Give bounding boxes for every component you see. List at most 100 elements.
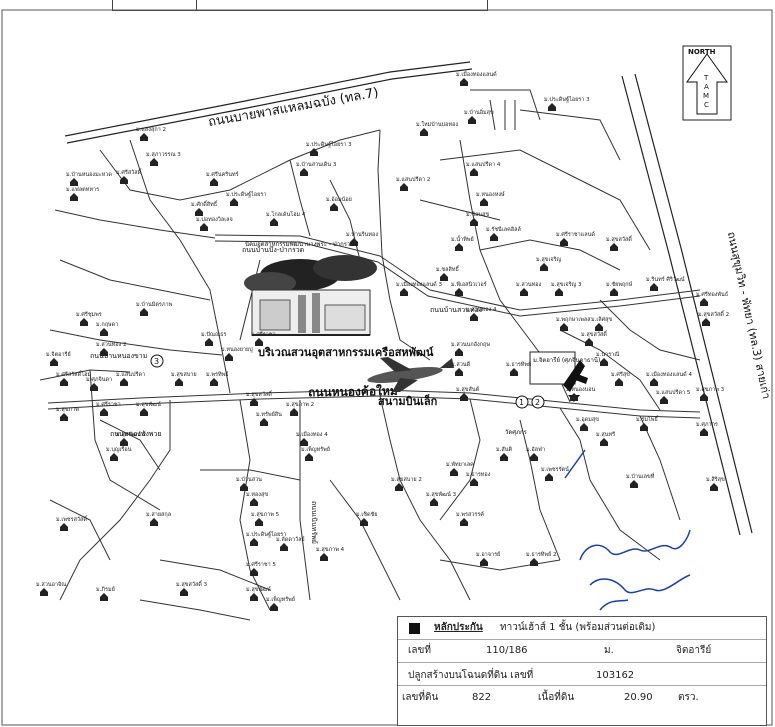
marker-1: 1 [515,395,529,409]
sukhumvit-road [621,73,753,536]
house-markers [40,78,718,611]
village-label: ม.รัชนีเลคฮิลล์ [486,226,521,233]
village-label: ม.สุขพัฒน์ 3 [426,491,457,498]
village-label: ม.สายสกุล [146,511,171,518]
house-icon [205,338,213,346]
svg-text:1: 1 [519,398,524,407]
house-icon [610,243,618,251]
house-icon [615,378,623,386]
industrial-zone [244,255,377,336]
village-label: ม.รินทร์ ศิริวัฒน์ [646,276,685,283]
village-label: ม.หนองบอน [566,387,596,393]
house-icon [395,483,403,491]
village-label: ม.ศรีนครินทร์ [206,171,239,178]
house-icon [460,518,468,526]
house-icon [270,218,278,226]
house-icon [440,273,448,281]
village-label: ม.สวนทอง 2 [96,341,126,348]
house-icon [700,428,708,436]
house-icon [110,453,118,461]
house-icon [480,558,488,566]
village-label: ม.สุขสวัสดิ์ 2 [698,310,729,318]
village-label: ม.ชัยพฤกษ์ [606,281,633,288]
village-label: ม.เพ็ญทรัพย์ [301,445,330,453]
village-label: ม.แสนปรีดา 5 [656,389,691,396]
bypass-road-label: ถนนบายพาสแหลมฉบัง (ทล.7) [207,85,380,130]
village-label: ม.ภิรมย์ [96,586,115,593]
house-icon [310,148,318,156]
village-label: ม.บ้านอิ่มสุข [464,108,494,116]
house-icon [400,183,408,191]
house-icon [455,368,463,376]
village-label: ม.ลัดดาวัลย์ [276,536,305,543]
legend-swatch [409,623,420,634]
village-label: ม.สุขสวัสดิ์ [246,390,273,398]
village-label: ม.สุขภาพ 5 [251,511,280,518]
house-icon [470,478,478,486]
village-label: ม.สุภาวรรณ 3 [146,151,181,158]
house-icon [530,558,538,566]
village-label: ม.เลิศสุข [591,316,612,323]
svg-text:3: 3 [154,357,159,366]
village-label: ม.น้ำทิพย์ [451,235,474,243]
legend-deed-value: 103162 [596,670,635,681]
village-label: ม.สุขเจริญ [536,256,562,263]
house-icon [460,393,468,401]
village-label: ม.บุญเรือน [106,446,132,453]
village-label: ม.ศรีราชาแลนด์ [556,231,595,238]
village-label: ม.สวนอาจิณ [36,581,66,588]
house-icon [650,378,658,386]
village-label: ม.สุขภาพ 2 [286,401,314,408]
village-label: ม.ศรีราชา [96,401,121,408]
village-label: ม.เพชรรัตน์ [541,466,569,473]
airport-label: สนามบินเล็ก [378,394,438,408]
village-label: ม.สุขสวัสดิ์ 3 [176,580,208,588]
house-icon [400,288,408,296]
house-icon [250,593,258,601]
village-label: ม.ปัณณธร [201,331,226,338]
village-label: ม.สุขพัฒน์ [136,401,161,408]
sukhumvit-road-label: ถนนสุขุมวิท - พัทยา (ทล.3) สายเก่า [725,231,773,401]
house-icon [255,338,263,346]
village-label: ม.ธารทิพย์ [506,361,531,368]
village-label: ม.แสนปรีดา 4 [466,161,501,168]
house-icon [255,518,263,526]
house-icon [468,116,476,124]
industrial-zone-label: บริเวณสวนอุตสาหกรรมเครือสหพัฒน์ [258,346,434,360]
house-icon [470,218,478,226]
house-icon [350,238,358,246]
house-icon [630,480,638,488]
village-label: ม.สิริสุข [706,476,725,483]
village-label: ม.แฟลตทหาร [66,186,99,193]
village-label: ม.พรทิพย์ [206,371,228,378]
village-label: ม.ศรีราชา [251,331,276,338]
marker-2: 2 [531,395,545,409]
house-icon [180,588,188,596]
village-label: ม.สุขสันต์ [456,386,480,393]
legend-village-label: ม. [604,645,614,656]
house-icon [240,483,248,491]
legend-title: หลักประกัน [434,622,483,633]
house-icon [360,518,368,526]
house-icon [100,408,108,416]
village-label: ม.บ้านสวน [236,476,262,483]
house-icon [305,453,313,461]
village-label: ม.พีเอสนิวเวอร์ [451,281,487,288]
village-label: ม.บ้านหนองมะหวด [66,171,112,178]
legend-area-label: เนื้อที่ดิน [538,692,575,703]
village-label: ม.กฤษดา [96,322,118,328]
village-label: ม.แสงสุกา 2 [136,126,166,133]
north-letter-m: M [703,92,709,100]
village-label: ม.เมืองทองแลนด์ [456,71,497,78]
village-label: ม.ประดิษฐ์ไอยรา [226,191,266,198]
collateral-legend: หลักประกัน ทาวน์เฮ้าส์ 1 ชั้น (พร้อมส่วน… [397,616,767,726]
house-icon [70,193,78,201]
village-label: ม.ประดิษฐ์ไอยรา [246,531,286,538]
north-letter-a: A [704,83,709,91]
village-label: ม.สุขสวัสดิ์ [606,235,633,243]
village-label: ม.สุขภาพ [56,406,79,413]
village-label: ม.สุขภาพ 3 [696,386,725,393]
village-label: ม.อาจารย์ [476,551,500,558]
house-icon [470,313,478,321]
house-icon [140,408,148,416]
